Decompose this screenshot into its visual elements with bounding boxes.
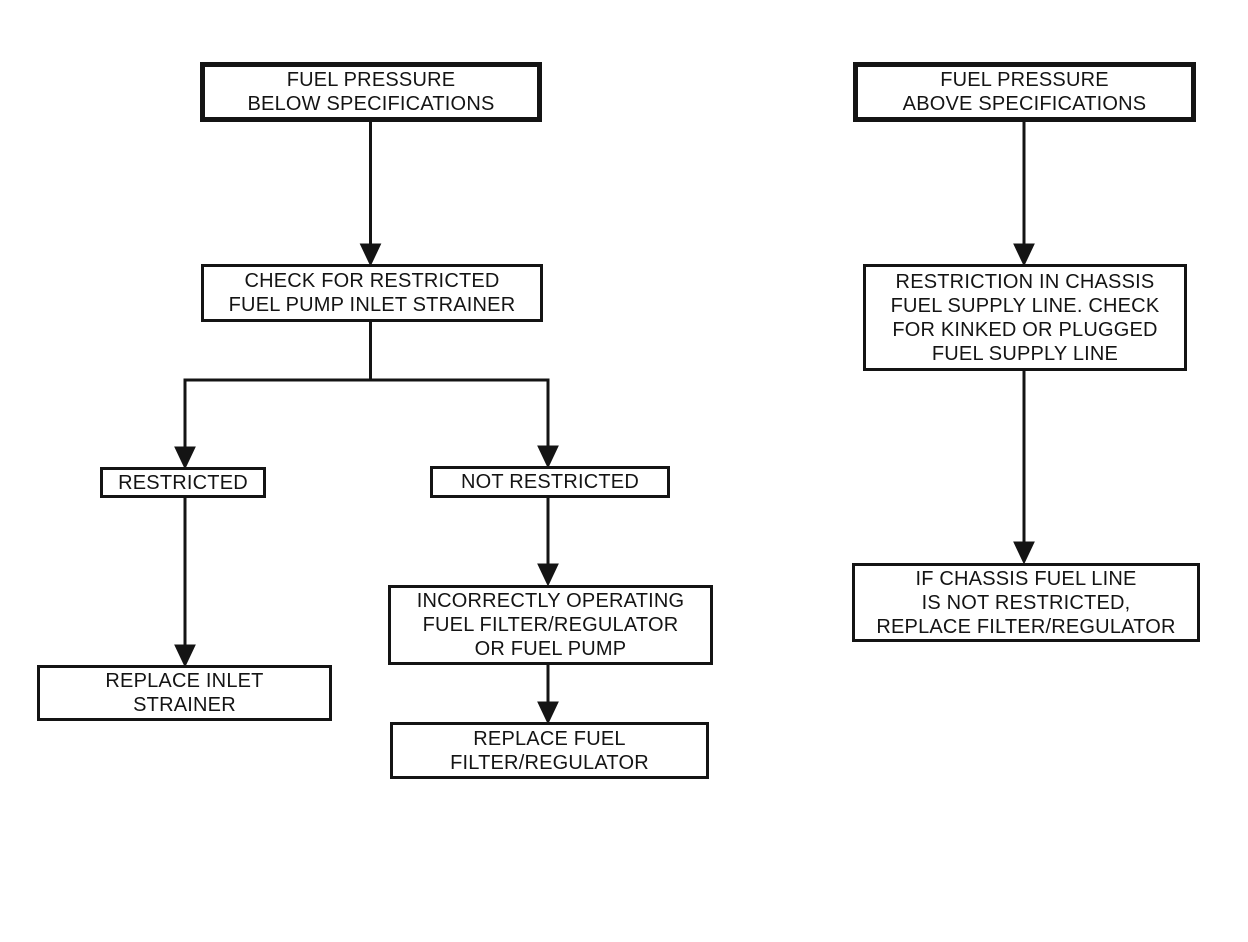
- arrowhead-notrestricted-to-incorrect: [537, 563, 559, 587]
- arrowhead-to-not-restricted: [537, 445, 559, 469]
- arrowhead-to-restricted: [174, 446, 196, 470]
- node-replace-inlet-strainer: REPLACE INLET STRAINER: [37, 665, 332, 721]
- node-fuel-pressure-below: FUEL PRESSURE BELOW SPECIFICATIONS: [200, 62, 542, 122]
- arrowhead-incorrect-to-replacefuel: [537, 701, 559, 725]
- arrowhead-restriction-to-final: [1013, 541, 1035, 565]
- node-fuel-pressure-above: FUEL PRESSURE ABOVE SPECIFICATIONS: [853, 62, 1196, 122]
- node-replace-fuel-filter-regulator: REPLACE FUEL FILTER/REGULATOR: [390, 722, 709, 779]
- arrowhead-above-to-restriction: [1013, 243, 1035, 267]
- node-check-strainer: CHECK FOR RESTRICTED FUEL PUMP INLET STR…: [201, 264, 543, 322]
- node-if-not-restricted-replace: IF CHASSIS FUEL LINE IS NOT RESTRICTED, …: [852, 563, 1200, 642]
- node-restricted: RESTRICTED: [100, 467, 266, 498]
- arrowhead-below-to-check: [359, 243, 382, 267]
- arrowhead-restricted-to-replace: [174, 644, 196, 668]
- node-incorrectly-operating: INCORRECTLY OPERATING FUEL FILTER/REGULA…: [388, 585, 713, 665]
- node-restriction-chassis-line: RESTRICTION IN CHASSIS FUEL SUPPLY LINE.…: [863, 264, 1187, 371]
- node-not-restricted: NOT RESTRICTED: [430, 466, 670, 498]
